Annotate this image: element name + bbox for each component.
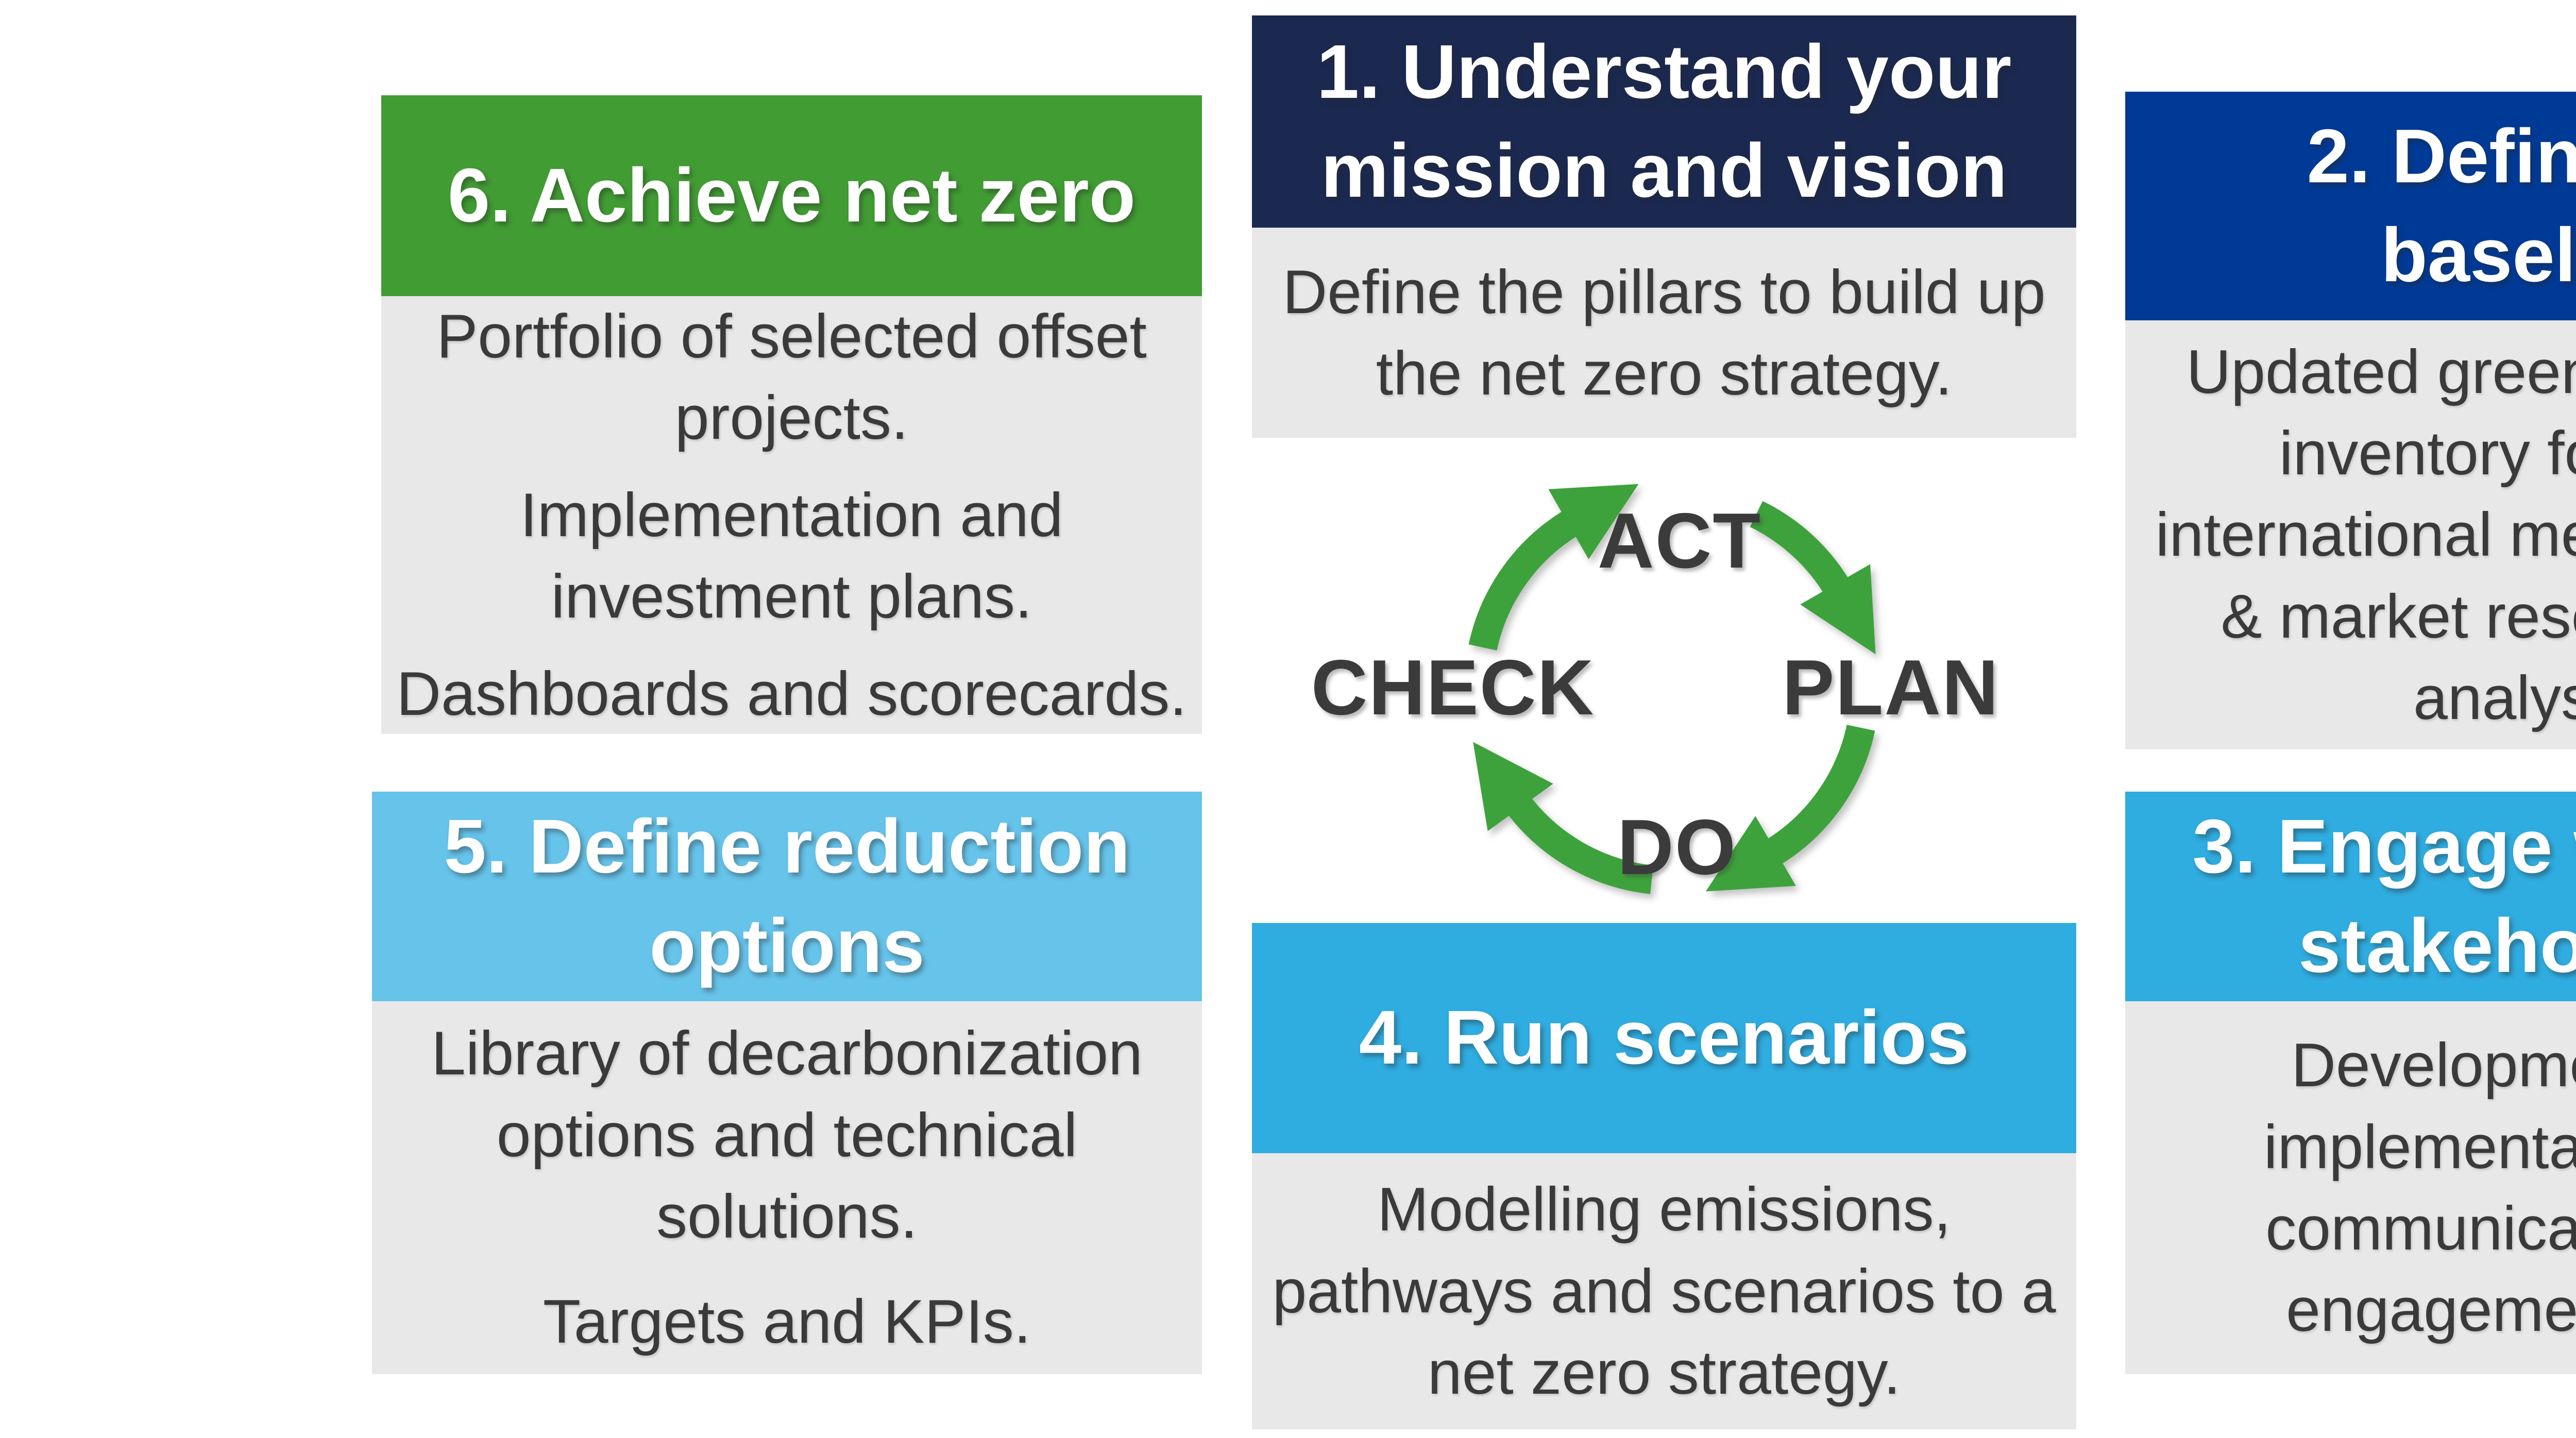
step-box-4: 4. Run scenarios Modelling emissions, pa… bbox=[1252, 923, 2076, 1429]
step-6-body-text-3: Dashboards and scorecards. bbox=[396, 659, 1187, 728]
step-5-body: Library of decarbonization options and t… bbox=[372, 1001, 1202, 1374]
pdca-cycle-arrows-icon bbox=[1468, 484, 1876, 894]
step-2-body-text: Updated greenhouse gas inventory followi… bbox=[2155, 337, 2576, 733]
step-box-2: 2. Define the baseline Updated greenhous… bbox=[2125, 92, 2576, 749]
step-1-body-text: Define the pillars to build up the net z… bbox=[1282, 257, 2046, 408]
arrow-do-to-check-icon bbox=[1473, 742, 1654, 894]
step-3-body-text: Development and implementation of a comm… bbox=[2263, 1031, 2576, 1345]
step-6-body: Portfolio of selected offset projects. I… bbox=[381, 296, 1202, 734]
step-box-3: 3. Engage with key stakeholders Developm… bbox=[2125, 792, 2576, 1374]
step-2-body: Updated greenhouse gas inventory followi… bbox=[2125, 320, 2576, 749]
step-4-header: 4. Run scenarios bbox=[1252, 923, 2076, 1153]
cycle-label-do: DO bbox=[1617, 803, 1737, 891]
step-3-header: 3. Engage with key stakeholders bbox=[2125, 792, 2576, 1001]
arrow-plan-to-do-icon bbox=[1705, 724, 1875, 892]
cycle-label-plan: PLAN bbox=[1782, 643, 1999, 731]
step-6-header: 6. Achieve net zero bbox=[381, 95, 1202, 296]
step-2-header: 2. Define the baseline bbox=[2125, 92, 2576, 320]
step-6-body-text-2: Implementation and investment plans. bbox=[520, 480, 1063, 631]
cycle-label-act: ACT bbox=[1597, 497, 1762, 585]
step-3-body: Development and implementation of a comm… bbox=[2125, 1001, 2576, 1374]
step-4-body-text: Modelling emissions, pathways and scenar… bbox=[1272, 1175, 2056, 1408]
cycle-label-check: CHECK bbox=[1311, 643, 1595, 731]
step-box-6: 6. Achieve net zero Portfolio of selecte… bbox=[381, 95, 1202, 734]
step-4-body: Modelling emissions, pathways and scenar… bbox=[1252, 1153, 2076, 1429]
step-box-1: 1. Understand your mission and vision De… bbox=[1252, 15, 2076, 438]
step-box-5: 5. Define reduction options Library of d… bbox=[372, 792, 1202, 1374]
step-1-header: 1. Understand your mission and vision bbox=[1252, 15, 2076, 228]
arrow-act-to-plan-icon bbox=[1750, 501, 1876, 655]
step-5-header: 5. Define reduction options bbox=[372, 792, 1202, 1001]
step-1-body: Define the pillars to build up the net z… bbox=[1252, 228, 2076, 438]
step-5-body-text-2: Targets and KPIs. bbox=[543, 1287, 1031, 1357]
step-5-body-text-1: Library of decarbonization options and t… bbox=[431, 1019, 1143, 1251]
arrow-check-to-act-icon bbox=[1468, 484, 1639, 651]
step-6-body-text-1: Portfolio of selected offset projects. bbox=[436, 302, 1147, 453]
